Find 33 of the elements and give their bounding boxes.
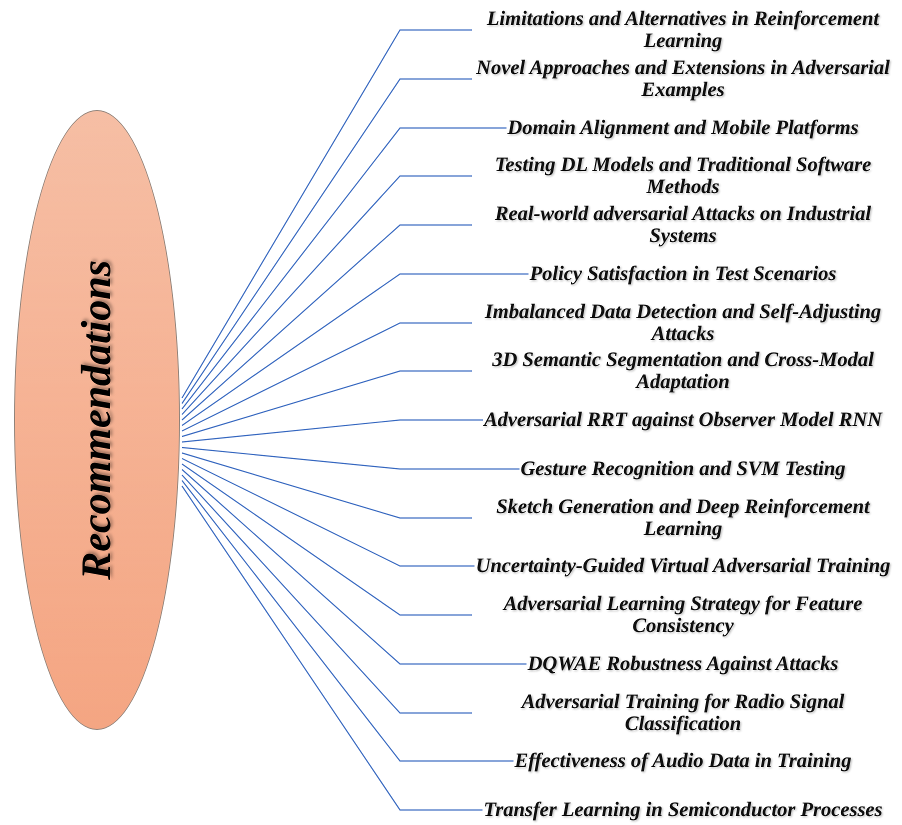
connector-line (182, 469, 526, 665)
connector-line (182, 486, 482, 811)
topic-text: Adversarial Training for Radio Signal Classification (473, 690, 893, 734)
topic-text: Novel Approaches and Extensions in Adversarial Examples (473, 56, 893, 101)
topic-text: Limitations and Alternatives in Reinforcement Learning (473, 8, 893, 52)
topic-text: Adversarial RRT against Observer Model RNN (484, 409, 882, 431)
topic-text: 3D Semantic Segmentation and Cross-Modal Adaptation (473, 349, 893, 394)
topic-text: Adversarial Learning Strategy for Feature Consistency (473, 593, 893, 637)
topic-text: Domain Alignment and Mobile Platforms (507, 116, 859, 138)
topic-text: Gesture Recognition and SVM Testing (520, 458, 846, 480)
connector-line (182, 464, 472, 616)
topic-text: DQWAE Robustness Against Attacks (528, 652, 838, 675)
vertical-title: Recommendations (72, 260, 120, 580)
connector-line (182, 273, 528, 426)
connector-line (182, 452, 472, 519)
topic-text: Effectiveness of Audio Data in Training (514, 750, 852, 772)
topic-text: Testing DL Models and Traditional Software Methods (473, 154, 893, 198)
connector-line (182, 322, 472, 432)
connector-line (182, 480, 514, 762)
connector-line (182, 419, 483, 443)
connector-line (182, 458, 474, 567)
topic-text: Transfer Learning in Semiconductor Processes (484, 799, 882, 821)
topic-text: Imbalanced Data Detection and Self-Adjusting Attacks (473, 300, 893, 344)
connector-line (182, 474, 472, 714)
topic-text: Policy Satisfaction in Test Scenarios (530, 262, 836, 285)
connector-line (182, 127, 506, 410)
connector-line (182, 224, 472, 420)
connector-line (182, 370, 472, 438)
connector-line (182, 175, 472, 415)
topic-text: Real-world adversarial Attacks on Industrial Systems (473, 203, 893, 247)
connector-line (182, 446, 520, 470)
topic-text: Uncertainty-Guided Virtual Adversarial Training (476, 555, 890, 578)
topic-text: Sketch Generation and Deep Reinforcement Learning (473, 496, 893, 540)
